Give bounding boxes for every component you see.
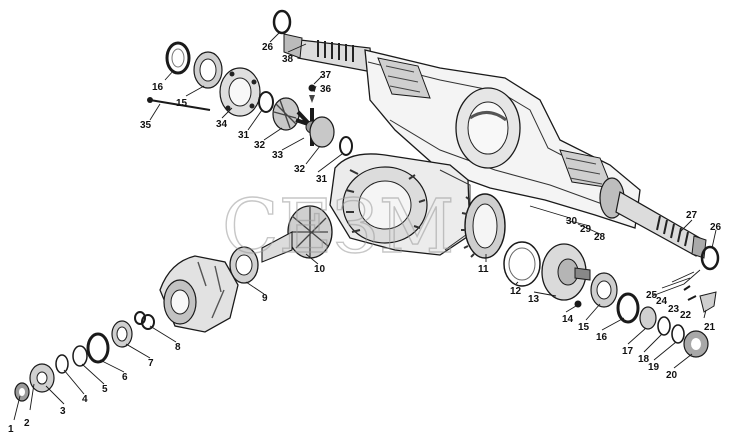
label-22: 22 (680, 310, 692, 321)
label-32-left: 32 (254, 140, 266, 151)
label-35: 35 (140, 120, 152, 131)
label-33: 33 (272, 150, 284, 161)
differential-carrier (329, 153, 471, 256)
label-24: 24 (656, 296, 668, 307)
label-13: 13 (528, 294, 540, 305)
label-7: 7 (148, 358, 154, 369)
label-6: 6 (122, 372, 128, 383)
label-21: 21 (704, 322, 716, 333)
label-23: 23 (668, 304, 680, 315)
label-3: 3 (60, 406, 66, 417)
label-37: 37 (320, 70, 332, 81)
label-31-right: 31 (316, 174, 328, 185)
axle-housing (283, 33, 707, 259)
label-14: 14 (562, 314, 574, 325)
pinion-shaft-parts (14, 311, 155, 402)
label-9: 9 (262, 293, 268, 304)
spider-gear-group (258, 84, 353, 156)
label-18: 18 (638, 354, 650, 365)
label-34: 34 (216, 119, 228, 130)
label-28: 28 (594, 232, 606, 243)
label-11: 11 (478, 264, 489, 275)
watermark: СЕЗМ (222, 184, 455, 270)
label-27: 27 (686, 210, 698, 221)
right-side-parts (272, 9, 720, 358)
label-2: 2 (24, 418, 30, 429)
label-25: 25 (646, 290, 658, 301)
label-26-left: 26 (262, 42, 274, 53)
label-15-left: 15 (176, 98, 188, 109)
label-26-right: 26 (710, 222, 722, 233)
leader-lines (13, 31, 717, 421)
label-16-left: 16 (152, 82, 164, 93)
label-38: 38 (282, 54, 294, 65)
label-1: 1 (8, 424, 14, 435)
label-16: 16 (596, 332, 608, 343)
label-19: 19 (648, 362, 660, 373)
label-15: 15 (578, 322, 590, 333)
label-20: 20 (666, 370, 678, 381)
label-17: 17 (622, 346, 634, 357)
part-labels: 1 2 3 4 5 6 7 8 9 10 11 12 13 14 15 16 1… (8, 42, 722, 435)
label-31-left: 31 (238, 130, 250, 141)
label-32-right: 32 (294, 164, 306, 175)
pinion-cage (159, 255, 239, 333)
label-10: 10 (314, 264, 326, 275)
label-5: 5 (102, 384, 108, 395)
ring-gear-group (461, 193, 591, 301)
label-12: 12 (510, 286, 522, 297)
label-29: 29 (580, 224, 592, 235)
label-30: 30 (566, 216, 578, 227)
left-hub-group (147, 41, 261, 117)
label-36: 36 (320, 84, 332, 95)
pinion-gear-group (229, 205, 333, 284)
label-8: 8 (175, 342, 181, 353)
label-4: 4 (82, 394, 88, 405)
